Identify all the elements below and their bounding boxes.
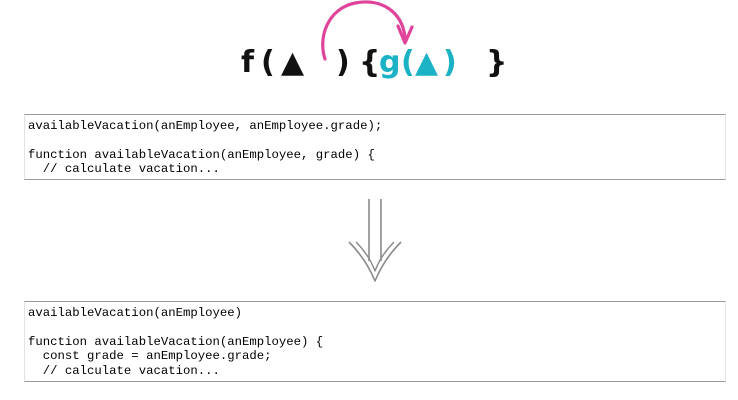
outer-open-paren: ( [261, 45, 275, 80]
move-arrow-icon [321, 0, 414, 61]
after-code-block: availableVacation(anEmployee) function a… [24, 301, 726, 382]
outer-close-paren: ) [336, 45, 350, 80]
code-line: function availableVacation(anEmployee) { [28, 334, 324, 349]
inner-function-label: g [379, 45, 401, 80]
move-arc-path [321, 0, 407, 61]
inner-close-paren: ) [443, 45, 457, 80]
inner-triangle-icon: ▲ [415, 45, 439, 80]
code-line: availableVacation(anEmployee) [28, 306, 243, 320]
arrow-head-inner [355, 241, 395, 272]
after-code-text: availableVacation(anEmployee) function a… [25, 302, 725, 378]
close-brace: } [486, 45, 508, 80]
code-line: availableVacation(anEmployee, anEmployee… [28, 119, 383, 133]
code-line: const grade = anEmployee.grade; [28, 349, 272, 364]
before-code-text: availableVacation(anEmployee, anEmployee… [25, 115, 725, 177]
refactoring-signature: f ( ▲ ) { g ( ▲ ) } [0, 38, 738, 88]
arrow-head-outer [348, 241, 402, 282]
open-brace: { [359, 45, 381, 80]
code-line: function availableVacation(anEmployee, g… [28, 147, 375, 162]
parameter-triangle-icon: ▲ [281, 45, 305, 80]
code-line: // calculate vacation... [28, 363, 220, 378]
inner-open-paren: ( [401, 45, 415, 80]
move-arc-arrowhead [396, 24, 414, 45]
before-code-block: availableVacation(anEmployee, anEmployee… [24, 114, 726, 180]
code-line: // calculate vacation... [28, 162, 220, 177]
outer-function-label: f [241, 45, 255, 80]
double-down-arrow-icon [348, 199, 402, 282]
